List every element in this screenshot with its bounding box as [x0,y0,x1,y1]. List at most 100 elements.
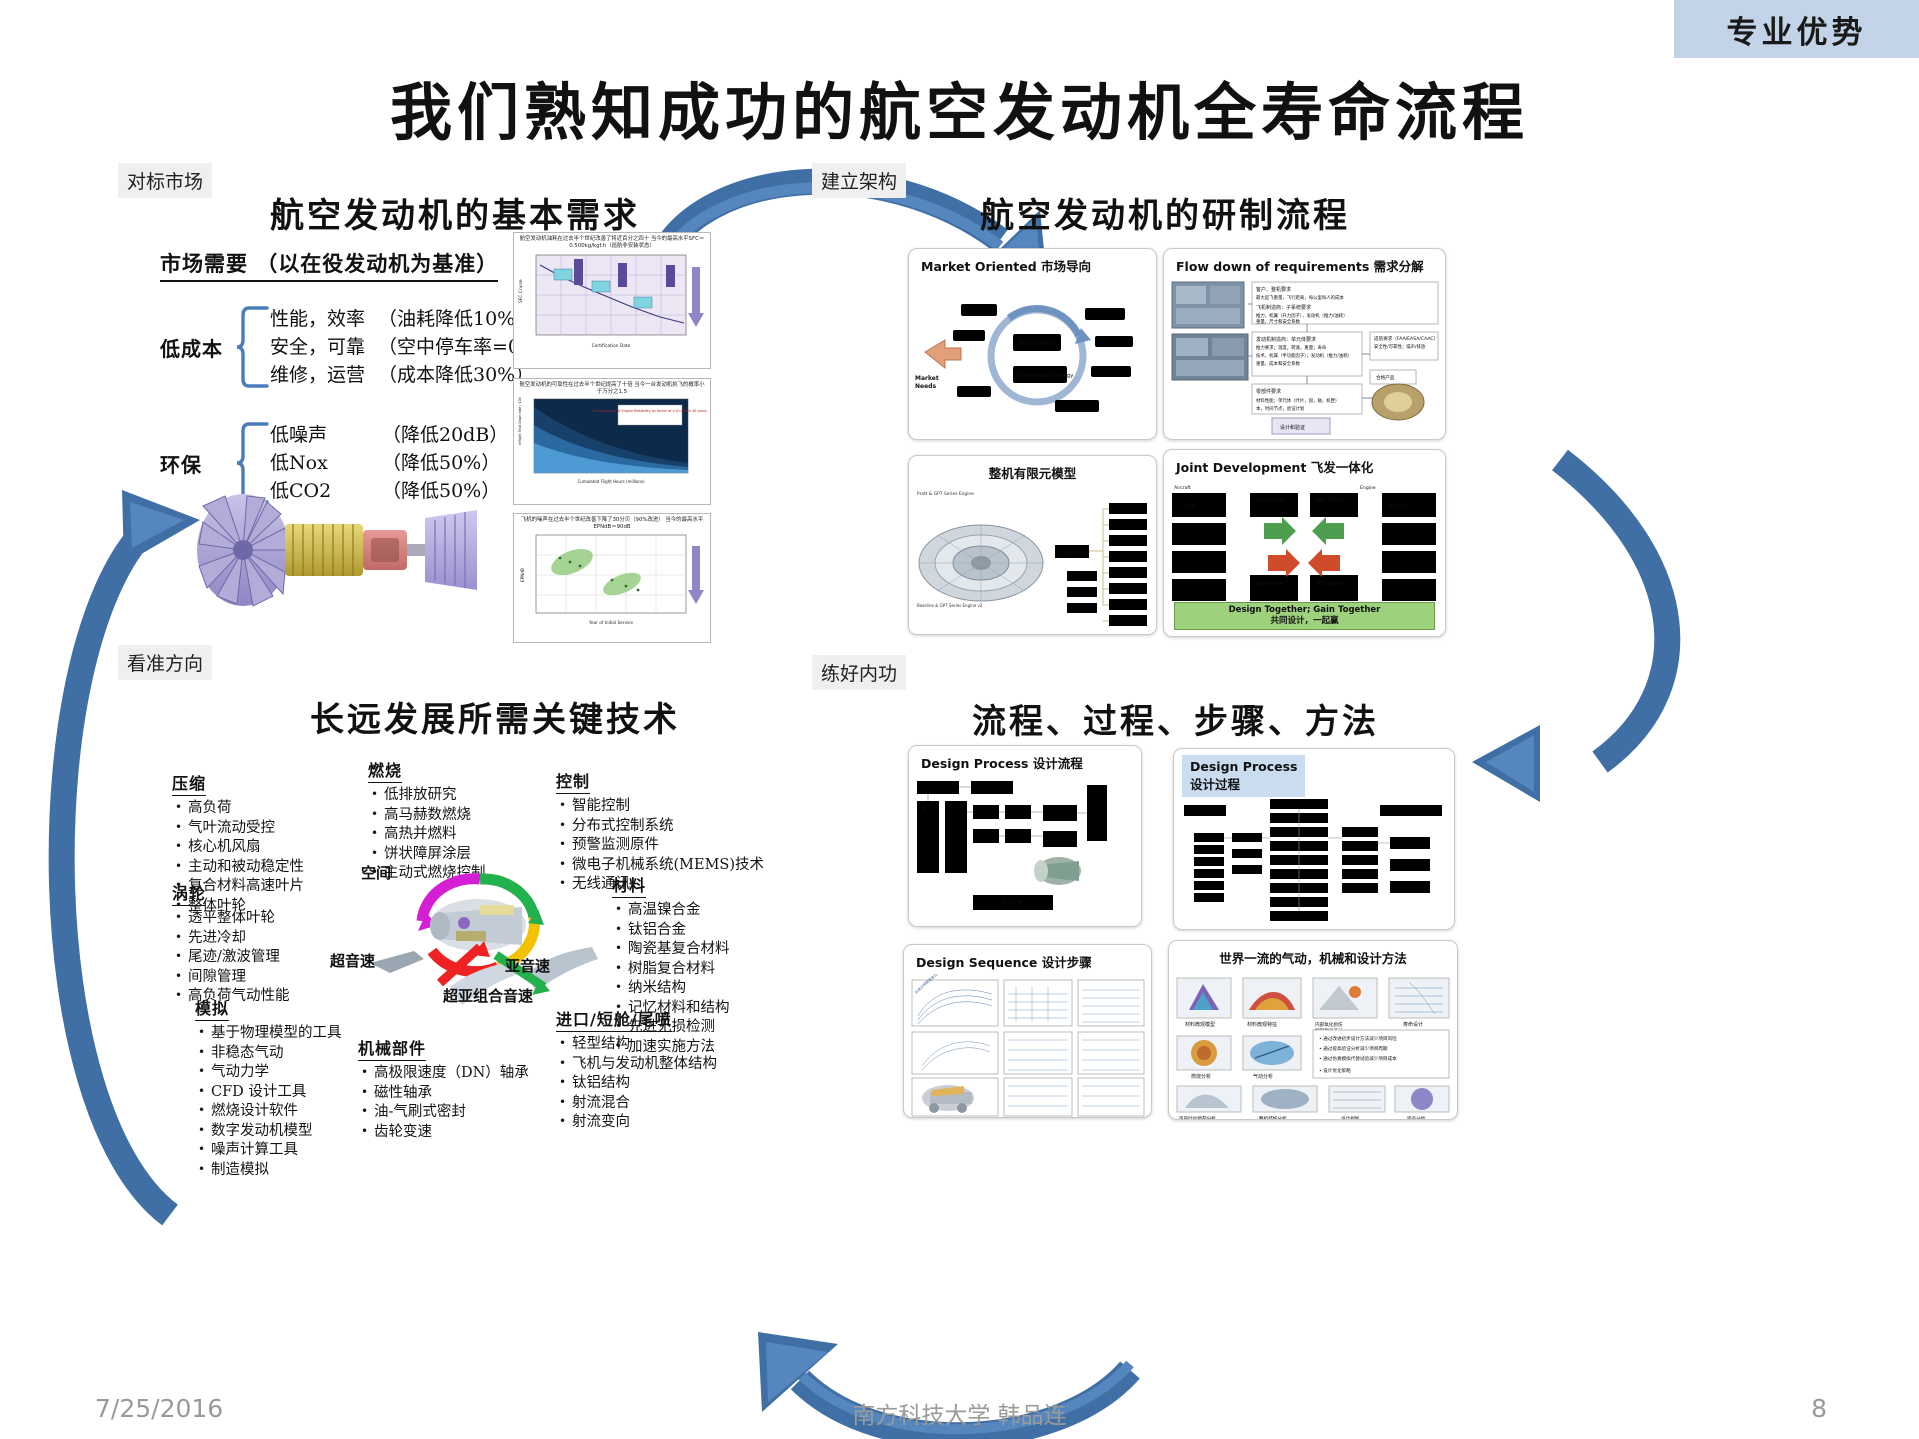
svg-text:分析软件工具: 分析软件工具 [1346,886,1372,893]
svg-text:维修性与经济性: 维修性与经济性 [1256,580,1284,586]
svg-text:• 通过仿真模拟代替试验减少项目成本: • 通过仿真模拟代替试验减少项目成本 [1319,1055,1397,1062]
svg-text:Market: Market [915,375,939,382]
panel-title: Joint Development 飞发一体化 [1176,460,1374,475]
tech-item: 记忆材料和结构 [615,998,729,1019]
noise-plot: Year of Initial Service EPNdB [520,534,704,625]
tech-item: 透平整体叶轮 [175,908,290,929]
svg-text:迭代: 迭代 [977,809,986,816]
tech-column-mechanical: 机械部件 高极限速度（DN）轴承 磁性轴承 油-气刷式密封 齿轮变速 [358,1035,529,1142]
svg-text:设计输入: 设计输入 [1238,835,1254,841]
panel-fem-model[interactable]: 整机有限元模型 Pratt & GP7 Series Engine Baseli… [908,455,1157,635]
svg-text:设计决策: 设计决策 [1001,899,1023,907]
tech-item: 高负荷气动性能 [175,986,289,1007]
svg-text:材料微观特征: 材料微观特征 [1247,1021,1277,1028]
svg-text:强度要求: 强度要求 [1200,871,1216,877]
tech-item: 油-气刷式密封 [361,1102,529,1123]
tech-heading: 模拟 [195,995,230,1021]
req-note: （空中停车率=0） [378,336,540,358]
tech-item: 噪声计算工具 [198,1140,342,1161]
panel-title: 世界一流的气动，机械和设计方法 [1219,951,1407,966]
reliability-ylabel: Inflight Shut Down rate / 1000 flight ho… [518,397,522,445]
turbine-section [425,510,477,590]
panel-joint-development[interactable]: Joint Development 飞发一体化 Aircraft Engine [1163,449,1446,637]
tech-heading: 压缩 [172,770,207,796]
req-note: （成本降低30%） [378,364,535,386]
svg-text:细: 细 [1093,799,1097,805]
svg-text:几何修正: 几何修正 [977,833,995,840]
svg-text:• 设计优化策略: • 设计优化策略 [1319,1067,1351,1074]
sfc-xlabel: Certification Date [592,343,631,349]
tech-item: 高负荷 [175,798,304,819]
tech-item: 高温镍合金 [615,900,730,921]
panel-design-process[interactable]: Design Process 设计流程 客户的需求 总体方案 设计 方案 评审 … [908,745,1142,927]
svg-text:重量，成本和安全系数: 重量，成本和安全系数 [1256,360,1301,367]
tech-item: 陶瓷基复合材料 [615,939,729,960]
svg-text:Accessories: Accessories [1112,539,1140,545]
supersonic-arrow [436,941,490,987]
panel-title: Design Process 设计过程 [1182,755,1306,797]
svg-text:评: 评 [922,838,926,844]
svg-text:Nozzle: Nozzle [1121,619,1136,625]
svg-text:适航要求（FAA/EASA/CAAC）: 适航要求（FAA/EASA/CAAC） [1374,335,1438,342]
svg-text:• 通过提高验证分析减少项目周期: • 通过提高验证分析减少项目周期 [1319,1045,1388,1052]
svg-text:寿命设计: 寿命设计 [1403,1021,1423,1028]
svg-text:设计规范标准: 设计规范标准 [1346,830,1371,837]
svg-text:最大起飞重量，飞行距离，每公里每人的成本: 最大起飞重量，飞行距离，每公里每人的成本 [1256,294,1344,301]
tech-item: 微电子机械系统(MEMS)技术 [559,855,764,876]
tech-column-inlet-nacelle-nozzle: 进口/短舱/尾喷 轻型结构 飞机与发动机整体结构 钛铝结构 射流混合 射流变向 [556,1006,717,1133]
tech-item: 先进冷却 [175,928,290,949]
svg-text:发动机制造商：单元体要求: 发动机制造商：单元体要求 [1256,336,1316,343]
svg-text:设计和验证: 设计和验证 [1280,424,1305,431]
stage-label-market: 对标市场 [118,163,213,198]
sfc-plot: Certification Date SFC Cruise [518,254,704,349]
req-note: （降低20dB） [382,424,509,446]
svg-text:气动 / 安装分析: 气动 / 安装分析 [1256,496,1284,502]
panel-design-process-2[interactable]: Design Process 设计过程 气动性能需求 循环参数 通流气动设计 叶… [1173,748,1455,930]
svg-text:噪声与排放评估: 噪声与排放评估 [1316,580,1344,586]
panel-market-oriented[interactable]: Market Oriented 市场导向 Market Needs R&D St… [908,248,1157,440]
svg-text:整机结构分析: 整机结构分析 [1259,1115,1287,1120]
heading-basic-needs: 航空发动机的基本需求 [270,196,640,236]
stage-label-skill: 练好内功 [812,655,907,690]
joint-development-diagram: Aircraft Engine [1172,485,1436,601]
tech-item: 气叶流动受控 [175,818,304,839]
svg-text:寿命要求: 寿命要求 [1200,883,1216,889]
svg-text:Rotors: Rotors [1119,507,1134,513]
svg-text:• 通过改进初步设计方法减少项目风险: • 通过改进初步设计方法减少项目风险 [1319,1035,1397,1042]
svg-text:发动机总体: 发动机总体 [1388,503,1407,508]
tech-column-simulation: 模拟 基于物理模型的工具 非稳态气动 气动力学 CFD 设计工具 燃烧设计软件 … [195,995,342,1180]
svg-text:设: 设 [922,806,926,812]
tech-item: 树脂复合材料 [615,959,730,980]
svg-text:合格产品: 合格产品 [1376,374,1395,381]
requirement-group-low-cost: 低成本 性能，效率（油耗降低10%） 安全，可靠（空中停车率=0） 维修，运营（… [160,304,539,390]
design-process-diagram: 客户的需求 总体方案 设计 方案 评审 气动 设计 迭代 分析 几何修正 强度计… [917,781,1107,910]
tech-column-combustion: 燃烧 低排放研究 高马赫数燃烧 高热并燃料 饼状障屏涂层 主动式燃烧控制 [368,757,486,884]
svg-text:Engine (weir): Engine (weir) [1059,550,1090,556]
heading-key-technology: 长远发展所需关键技术 [310,700,680,740]
panel-flow-down[interactable]: Flow down of requirements 需求分解 客户、整机要求 最… [1163,248,1446,440]
group-items-environment: 低噪声（降低20dB） 低Nox（降低50%） 低CO2（降低50%） [270,421,508,505]
flow-down-diagram: 客户、整机要求 最大起飞重量，飞行距离，每公里每人的成本 飞机制造商：子系统要求… [1171,281,1439,435]
svg-text:本，时间节点，验证计划: 本，时间节点，验证计划 [1256,405,1304,412]
svg-text:总体方案: 总体方案 [977,785,996,792]
tech-item: 磁性轴承 [361,1083,529,1104]
panel-world-class-methods[interactable]: 世界一流的气动，机械和设计方法 材料微观模型 材料微观特征 内部氧化损伤 控制强… [1168,940,1458,1120]
tech-item: 分布式控制系统 [559,816,764,837]
tech-heading: 燃烧 [368,757,403,783]
svg-text:动: 动 [950,813,954,819]
world-class-methods-diagram: 材料微观模型 材料微观特征 内部氧化损伤 控制强化设计 [1176,977,1450,1120]
engine-cutaway-illustration [197,494,477,607]
panel-design-sequence[interactable]: Design Sequence 设计步骤 [903,944,1152,1118]
tech-item: 数字发动机模型 [198,1121,342,1142]
svg-text:材料数据手册: 材料数据手册 [1346,844,1371,851]
svg-text:制造输入数据: 制造输入数据 [1392,885,1420,892]
svg-text:三维流场分析: 三维流场分析 [1278,858,1305,865]
flight-regime-cycle-illustration [370,873,598,1005]
svg-text:循环参数: 循环参数 [1282,816,1300,823]
svg-text:材料性能；单元体（叶片，盘，轴，机匣）: 材料性能；单元体（叶片，盘，轴，机匣） [1256,397,1339,404]
svg-text:审: 审 [922,845,926,851]
tech-item: 射流混合 [559,1093,717,1114]
tech-item: 间隙管理 [175,967,290,988]
svg-text:试验数据库: 试验数据库 [1346,872,1367,879]
engine-mesh [918,524,1044,602]
